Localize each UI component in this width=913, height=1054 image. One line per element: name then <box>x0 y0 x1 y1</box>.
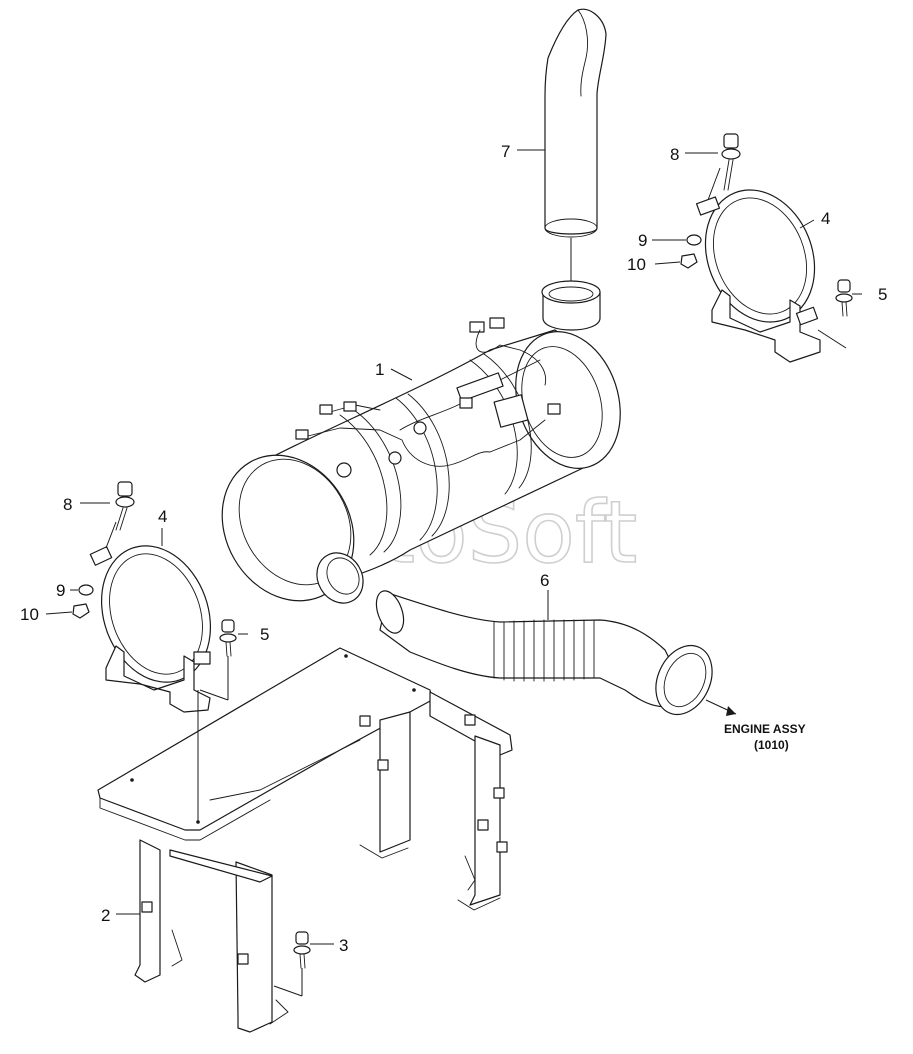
callout-1: 1 <box>375 360 384 379</box>
callout-9-right: 9 <box>638 231 647 250</box>
callout-leaders <box>45 149 862 945</box>
callout-8-left: 8 <box>63 495 72 514</box>
callout-8-right: 8 <box>670 145 679 164</box>
bolt-5-left <box>199 619 237 701</box>
support-frame-part <box>97 647 513 1033</box>
callout-2: 2 <box>101 906 110 925</box>
hose-corrugations <box>493 619 595 682</box>
bolt-8-left <box>115 481 135 531</box>
callout-9-left: 9 <box>56 581 65 600</box>
bolt-3 <box>273 931 311 997</box>
washer-9-right <box>686 234 702 246</box>
callout-10-left: 10 <box>20 605 39 624</box>
clamp-band-left-part <box>89 521 212 713</box>
muffler-assembly-part <box>221 280 621 604</box>
callout-10-right: 10 <box>627 255 646 274</box>
engine-assy-label: ENGINE ASSY <box>724 722 806 736</box>
callout-3: 3 <box>339 936 348 955</box>
flex-hose-part <box>375 590 737 716</box>
engine-assy-number: (1010) <box>754 738 789 752</box>
bolt-5-right <box>835 279 853 317</box>
callout-4-right: 4 <box>821 209 830 228</box>
callout-5-left: 5 <box>260 625 269 644</box>
washer-9-left <box>78 584 94 596</box>
nut-10-left <box>72 603 90 619</box>
nut-10-right <box>680 253 698 269</box>
bolt-8-right <box>721 133 741 191</box>
callout-7: 7 <box>501 142 510 161</box>
callout-4-left: 4 <box>158 507 167 526</box>
callout-5-right: 5 <box>878 285 887 304</box>
callout-6: 6 <box>540 571 549 590</box>
exhaust-stack-part <box>544 8 607 285</box>
clamp-band-right-part <box>695 167 847 363</box>
